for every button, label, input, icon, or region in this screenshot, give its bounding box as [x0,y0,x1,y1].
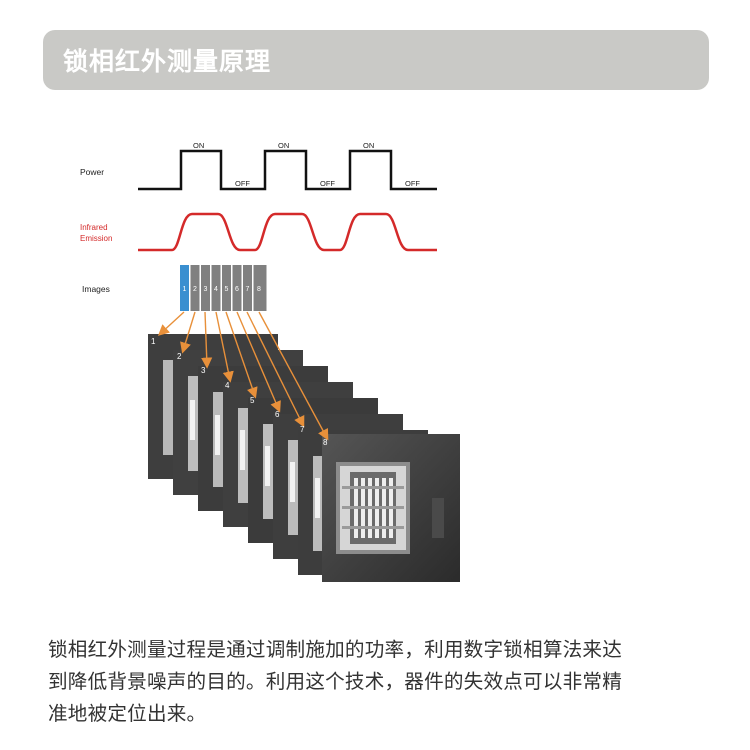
frame-number-6: 6 [235,286,239,293]
page-title: 锁相红外测量原理 [63,47,272,76]
description-line-2: 到降低背景噪声的目的。利用这个技术，器件的失效点可以非常精 [48,670,623,693]
arrow-icon [225,311,258,399]
section-header: 锁相红外测量原理 [43,30,709,90]
images-label: Images [82,284,110,294]
frame-number-5: 5 [225,286,229,293]
frame-5 [222,265,231,311]
arrow-icon [246,311,305,428]
frame-3 [201,265,210,311]
power-label: Power [80,167,104,177]
off-label-3: OFF [405,179,420,188]
image-number-3: 3 [201,366,206,375]
frame-8 [253,265,267,311]
arrow-icon [215,311,234,383]
arrow-icon [258,311,329,441]
image-number-1: 1 [151,337,156,346]
arrow-icon [236,311,281,413]
description-line-3: 准地被定位出来。 [48,702,207,725]
thermal-image-stack [148,334,460,582]
on-label-2: ON [278,141,289,150]
infrared-label-line2: Emission [80,234,112,243]
frame-number-7: 7 [246,286,250,293]
infrared-emission-waveform [138,212,437,252]
on-label-3: ON [363,141,374,150]
frame-number-3: 3 [204,286,208,293]
frame-number-8: 8 [257,286,261,293]
arrow-icon [201,311,213,369]
off-label-1: OFF [235,179,250,188]
frame-1 [180,265,189,311]
image-number-6: 6 [275,410,280,419]
frame-2 [190,265,200,311]
frame-to-image-arrows [157,311,329,441]
image-number-5: 5 [250,396,255,405]
power-waveform [138,149,437,191]
frame-number-1: 1 [183,286,187,293]
description-line-1: 锁相红外测量过程是通过调制施加的功率，利用数字锁相算法来达 [48,638,623,661]
arrow-icon [180,311,196,354]
image-frames: 1 2 3 4 5 6 7 8 [180,265,267,311]
image-number-7: 7 [300,425,305,434]
frame-number-4: 4 [214,286,218,293]
infrared-label-line1: Infrared [80,223,108,232]
on-label-1: ON [193,141,204,150]
description-paragraph: 锁相红外测量过程是通过调制施加的功率，利用数字锁相算法来达 到降低背景噪声的目的… [48,634,708,730]
frame-4 [211,265,221,311]
chip-thermal-image [322,434,460,582]
image-numbers: 1 2 3 4 5 6 7 8 [151,337,328,447]
image-number-4: 4 [225,381,230,390]
frame-6 [232,265,242,311]
frame-number-2: 2 [193,286,197,293]
image-number-8: 8 [323,438,328,447]
frame-7 [243,265,252,311]
off-label-2: OFF [320,179,335,188]
arrow-icon [157,311,185,336]
image-number-2: 2 [177,352,182,361]
